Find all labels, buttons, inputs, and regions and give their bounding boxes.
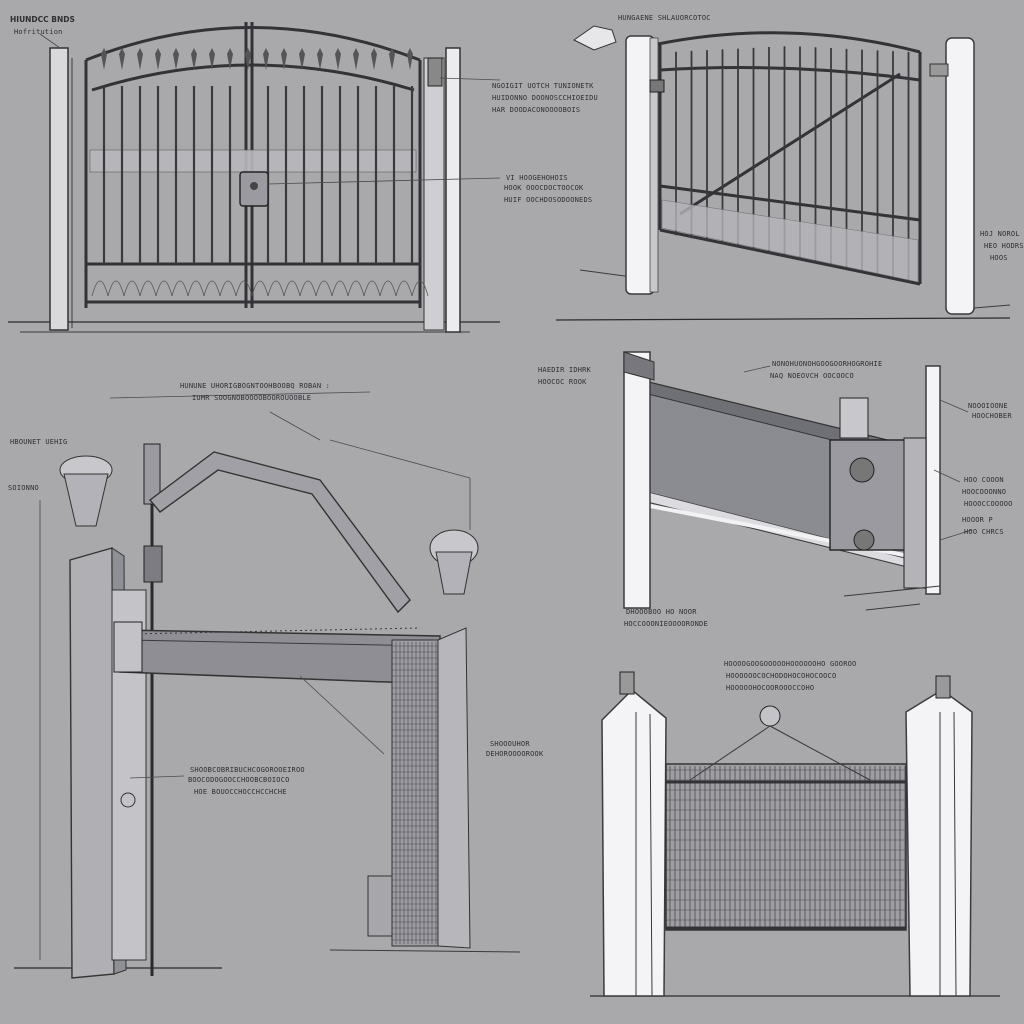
svg-text:HOOCOOONNO: HOOCOOONNO [962,488,1006,496]
panel-sliding-beam-gate: HAEDIR IDHRK HOOCOC ROOK NONOHUONOHGOOGO… [538,351,1013,628]
svg-text:DHOOOBOO HO NOOR: DHOOOBOO HO NOOR [626,608,697,616]
svg-text:HOO COOON: HOO COOON [964,476,1004,484]
gate-operator-motor [573,25,617,51]
svg-text:HUIF OOCHDOSODOONEDS: HUIF OOCHDOSODOONEDS [504,196,592,204]
svg-text:HOOOR P: HOOOR P [962,516,993,524]
panel-double-swing-gate: HIUNDCC BNDS Hofritution NGOIGIT UOTCH T… [8,15,598,333]
lamp-right [429,529,479,595]
gate-bars [101,48,414,264]
panel-swing-gate-perspective: HUNGAENE SHLAUORCOTOC HOJ NOROL HEO HODR… [555,14,1024,321]
svg-text:HOOS: HOOS [990,254,1008,262]
annotation-text: HUNGAENE SHLAUORCOTOC HOJ NOROL HEO HODR… [618,14,1024,262]
gantry-arm [148,451,411,614]
annotation-text: HAEDIR IDHRK HOOCOC ROOK NONOHUONOHGOOGO… [538,360,1013,628]
svg-text:Hofritution: Hofritution [14,28,63,36]
gate-sensor [759,705,781,727]
svg-text:HOO CHRCS: HOO CHRCS [964,528,1004,536]
svg-text:NAQ NOEOVCH OOCOOCO: NAQ NOEOVCH OOCOOCO [770,372,854,380]
svg-text:NGOIGIT UOTCH TUNIONETK: NGOIGIT UOTCH TUNIONETK [492,82,594,90]
svg-text:HEO HODRS: HEO HODRS [984,242,1024,250]
svg-text:HUIDONNO DOONOSCCHIOEIDU: HUIDONNO DOONOSCCHIOEIDU [492,94,598,102]
pillar-right [905,689,973,997]
svg-text:SOIONNO: SOIONNO [8,484,39,492]
svg-text:HAEDIR IDHRK: HAEDIR IDHRK [538,366,592,374]
annotation-text: HUNUNE UHORIGBOGNTOOHBOOBQ ROBAN : IUMR … [8,382,544,796]
svg-text:SHOOBCOBRIBUCHCOGOROOEIROO: SHOOBCOBRIBUCHCOGOROOEIROO [190,766,305,774]
svg-text:HOJ NOROL: HOJ NOROL [980,230,1020,238]
svg-text:HOE BOUOCCHOCCHCCHCHE: HOE BOUOCCHOCCHCCHCHE [194,788,287,796]
svg-text:HAR DOODACONOOOOBOIS: HAR DOODACONOOOOBOIS [492,106,580,114]
svg-text:NONOHUONOHGOOGOORHOGROHIE: NONOHUONOHGOOGOORHOGROHIE [772,360,882,368]
post-front [623,351,651,609]
column-left [69,547,115,979]
drive-motor-unit [829,397,927,589]
svg-text:HOOOOOOCOCHODOHOCOHOCOOCO: HOOOOOOCOCHODOHOCOHOCOOCO [726,672,836,680]
svg-text:IUMR SOOGNOBOOOOBOOROUOOBLE: IUMR SOOGNOBOOOOBOOROUOOBLE [192,394,311,402]
svg-text:BOOCODOGOOCCHOOBCBOIOCO: BOOCODOGOOCCHOOBCBOIOCO [188,776,290,784]
svg-text:SHOOOUHOR: SHOOOUHOR [490,740,530,748]
post-rear [945,37,975,315]
gate-hinge [427,57,443,87]
gate-post-left [49,47,69,331]
mesh-gate-panel [665,763,907,931]
svg-text:HUNGAENE SHLAUORCOTOC: HUNGAENE SHLAUORCOTOC [618,14,711,22]
annotation-text: HOOOOGOOGOOOOOHOOOOOOHO GOOROO HOOOOOOCO… [724,660,856,692]
pillar-left [601,688,667,997]
svg-text:VI HOOGEHOHOIS: VI HOOGEHOHOIS [506,174,568,182]
panel-overhead-gantry-gate: HUNUNE UHORIGBOGNTOOHBOOBQ ROBAN : IUMR … [8,382,544,979]
svg-text:HOOCHOBER: HOOCHOBER [972,412,1012,420]
gate-post-right [445,47,461,333]
panel-mesh-gate-posts: HOOOOGOOGOOOOOHOOOOOOHO GOOROO HOOOOOOCO… [590,660,1000,997]
annotation-text: HIUNDCC BNDS Hofritution NGOIGIT UOTCH T… [10,15,598,204]
svg-text:HOCCOOONIEOOOORONDE: HOCCOOONIEOOOORONDE [624,620,708,628]
svg-text:HOOOCCOOOOO: HOOOCCOOOOO [964,500,1013,508]
mesh-column-right [391,639,439,947]
svg-text:HBOUNET UEHIG: HBOUNET UEHIG [10,438,67,446]
svg-text:HOOK OOOCDOCTOOCOK: HOOK OOOCDOCTOOCOK [504,184,584,192]
svg-text:HOOOOGOOGOOOOOHOOOOOOHO GOOROO: HOOOOGOOGOOOOOHOOOOOOHO GOOROO [724,660,856,668]
lamp-left [59,455,113,527]
post-rear [925,365,941,595]
svg-text:NOOOIOONE: NOOOIOONE [968,402,1008,410]
svg-text:DEHOROOOOROOK: DEHOROOOOROOK [486,750,544,758]
svg-text:HIUNDCC BNDS: HIUNDCC BNDS [10,15,75,24]
scroll-ornament-band [91,280,429,297]
svg-text:HOOOOOHOCOOROOOCCOHO: HOOOOOHOCOOROOOCCOHO [726,684,814,692]
svg-text:HOOCOC ROOK: HOOCOC ROOK [538,378,587,386]
svg-text:HUNUNE UHORIGBOGNTOOHBOOBQ ROB: HUNUNE UHORIGBOGNTOOHBOOBQ ROBAN : [180,382,330,390]
